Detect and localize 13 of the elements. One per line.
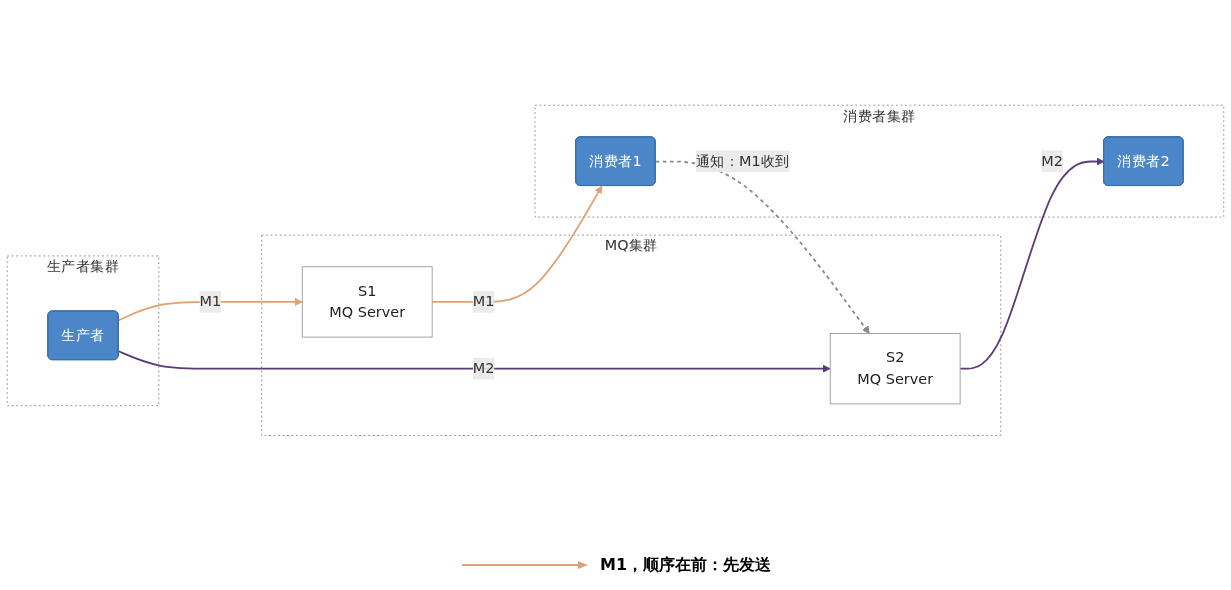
edge-label: M2 [472,359,495,377]
node-box: S1 MQ Server [301,265,433,338]
edge-label: M1 [472,292,495,310]
arrow [117,297,303,321]
arrow [431,185,603,303]
edge-label: M2 [1041,151,1063,169]
arrow [117,350,831,373]
arrow [654,160,870,334]
edge-label: M1 [199,292,222,310]
node-box: S2 MQ Server [829,332,961,404]
legend-text: M1，顺序在前：先发送 [599,554,772,576]
arrow [959,157,1105,370]
edge-label: 通知：M1收到 [695,151,790,169]
